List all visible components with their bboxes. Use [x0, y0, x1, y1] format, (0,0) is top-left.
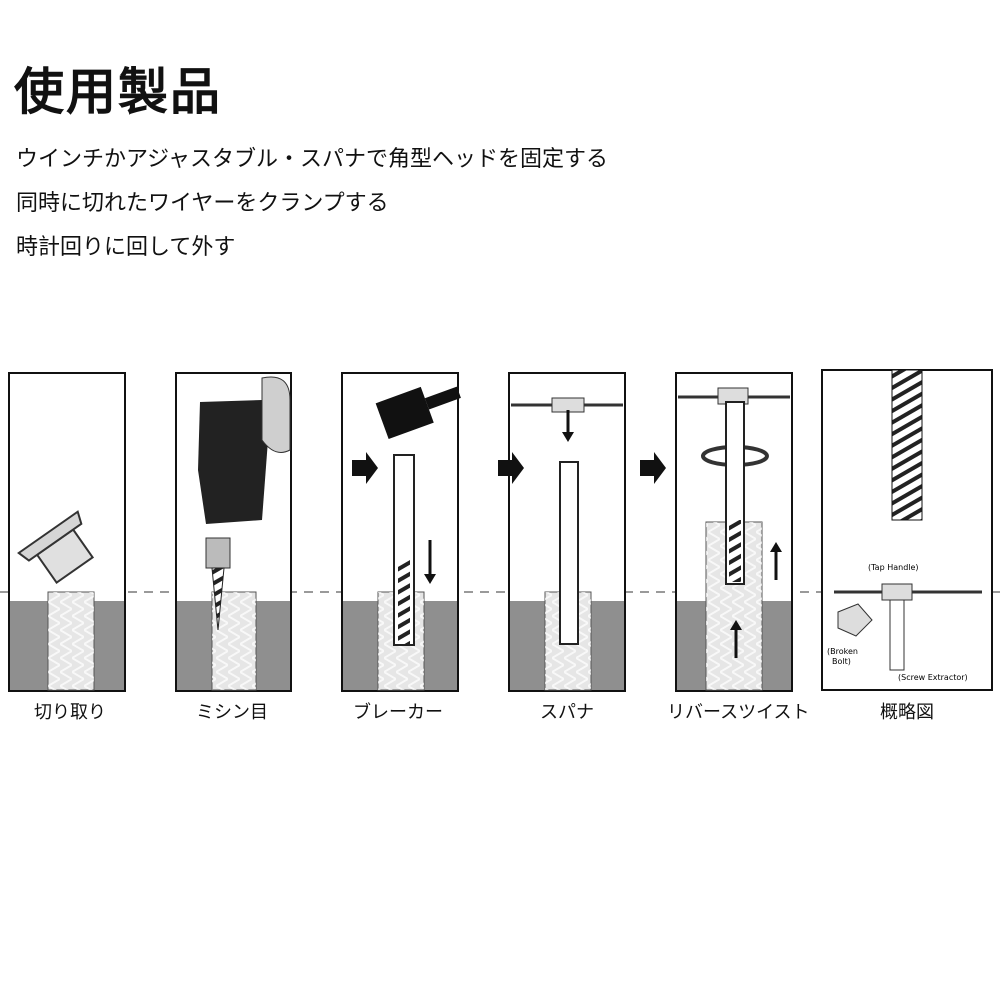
page-title: 使用製品 — [14, 63, 222, 121]
caption-reverse-twist: リバースツイスト — [667, 702, 810, 723]
panel-drill — [175, 372, 292, 692]
instruction-list: ウインチかアジャスタブル・スパナで角型ヘッドを固定する 同時に切れたワイヤーをク… — [16, 140, 608, 272]
broken-bolt-label-1: (Broken — [827, 647, 858, 656]
panel-schematic: (Tap Handle) (Broken Bolt) (Screw Extrac… — [821, 369, 993, 691]
instruction-step-2: 同時に切れたワイヤーをクランプする — [16, 191, 389, 216]
panel-wrench — [498, 372, 626, 692]
broken-bolt-label-2: Bolt) — [832, 657, 851, 666]
caption-cut: 切り取り — [34, 702, 106, 723]
panel-cut — [8, 372, 126, 692]
caption-breaker: ブレーカー — [353, 702, 443, 723]
caption-schematic: 概略図 — [880, 702, 934, 723]
caption-wrench: スパナ — [540, 702, 594, 723]
procedure-diagram: (Tap Handle) (Broken Bolt) (Screw Extrac… — [0, 369, 1000, 692]
instruction-step-1: ウインチかアジャスタブル・スパナで角型ヘッドを固定する — [16, 147, 609, 172]
panel-breaker — [341, 372, 461, 692]
instruction-step-3: 時計回りに回して外す — [16, 235, 236, 260]
panel-reverse-twist — [640, 372, 793, 692]
screw-extractor-label: (Screw Extractor) — [898, 673, 968, 682]
caption-drill: ミシン目 — [196, 702, 268, 723]
tap-handle-label: (Tap Handle) — [868, 563, 919, 572]
